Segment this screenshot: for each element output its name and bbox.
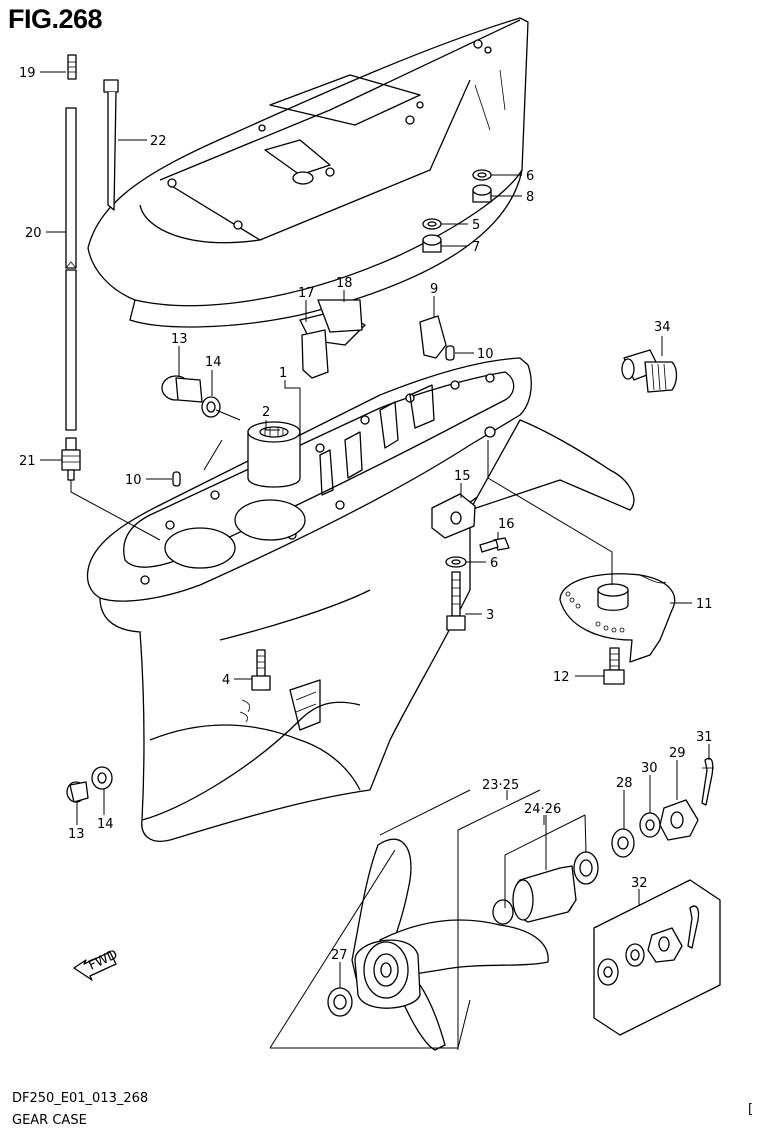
parts-23-26 (492, 851, 599, 925)
part-9 (419, 315, 447, 359)
part-34-plug (621, 349, 678, 393)
callout-16: 16 (498, 517, 515, 532)
alignment-lines (269, 440, 613, 1049)
callout-10-lower: 10 (125, 473, 142, 488)
callout-31: 31 (696, 730, 713, 745)
parts-15-16 (431, 493, 510, 553)
callout-19: 19 (19, 66, 36, 81)
callout-18: 18 (336, 276, 353, 291)
callout-32: 32 (631, 876, 648, 891)
parts-28-31 (611, 757, 714, 858)
part-10-lower (172, 471, 181, 487)
callout-3: 3 (486, 608, 494, 623)
callout-27: 27 (331, 948, 348, 963)
callout-13-lower: 13 (68, 827, 85, 842)
callout-4: 4 (222, 673, 230, 688)
callout-9: 9 (430, 282, 438, 297)
figure-title: FIG.268 (8, 4, 103, 34)
callout-labels: 19 22 20 6 8 5 7 17 18 9 10 34 13 14 1 2… (19, 66, 713, 963)
part-10-top (445, 345, 455, 361)
parts-13-14-upper (161, 375, 221, 418)
leader-lines (40, 71, 710, 1050)
callout-5: 5 (472, 218, 480, 233)
upper-cover (87, 17, 529, 328)
exploded-view: FWD (19, 17, 721, 1051)
propeller (351, 838, 549, 1051)
callout-14-upper: 14 (205, 355, 222, 370)
part-4-bolt (251, 649, 271, 691)
callout-20: 20 (25, 226, 42, 241)
part-11-anode (559, 573, 676, 663)
callout-6-upper: 6 (526, 169, 534, 184)
figure-code: DF250_E01_013_268 (12, 1091, 149, 1106)
callout-29: 29 (669, 746, 686, 761)
callout-8: 8 (526, 190, 534, 205)
part-27 (327, 987, 353, 1017)
callout-12: 12 (553, 670, 570, 685)
callout-34: 34 (654, 320, 671, 335)
gear-case-housing (86, 357, 635, 842)
callout-17: 17 (298, 286, 315, 301)
part-rod-assembly (61, 54, 81, 481)
parts-6-3 (445, 556, 467, 631)
fwd-arrow-icon: FWD (73, 947, 120, 981)
callout-23-25: 23·25 (482, 778, 519, 793)
callout-22: 22 (150, 134, 167, 149)
part-22-strap (103, 79, 119, 211)
callout-30: 30 (641, 761, 658, 776)
callout-15: 15 (454, 469, 471, 484)
callout-11: 11 (696, 597, 713, 612)
callout-28: 28 (616, 776, 633, 791)
callout-13-upper: 13 (171, 332, 188, 347)
parts-17-18 (299, 299, 366, 379)
callout-7: 7 (472, 240, 480, 255)
part-32-kit (593, 879, 721, 1036)
callout-14-lower: 14 (97, 817, 114, 832)
parts-13-14-lower (66, 766, 113, 803)
washers-nuts-top (422, 169, 492, 253)
corner-mark: [ (748, 1102, 754, 1117)
figure-name: GEAR CASE (12, 1113, 87, 1128)
part-12-bolt (603, 647, 625, 685)
callout-2: 2 (262, 405, 270, 420)
callout-6-lower: 6 (490, 556, 498, 571)
callout-1: 1 (279, 366, 287, 381)
callout-24-26: 24·26 (524, 802, 561, 817)
callout-10-upper: 10 (477, 347, 494, 362)
callout-21: 21 (19, 454, 36, 469)
